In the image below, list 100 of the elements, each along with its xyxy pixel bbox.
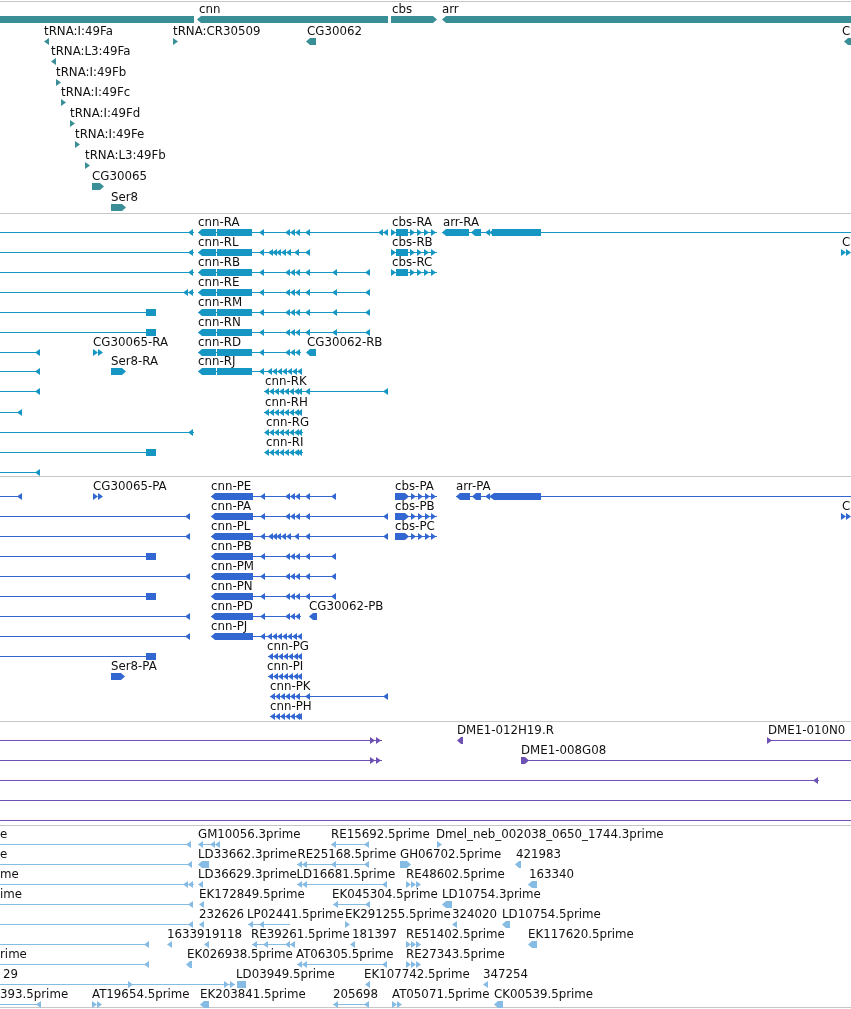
feature-label: LD10754.3prime (442, 886, 541, 901)
feature-label: cbs-RB (392, 234, 433, 249)
feature-label: cnn-PL (211, 518, 251, 533)
feature-label: RE39261.5prime (251, 926, 350, 941)
feature-label: RE48602.5prime (406, 866, 505, 881)
feature-label: LD10754.5prime (502, 906, 601, 921)
feature-label: DME1-012H19.R (457, 722, 554, 737)
feature-label: 181397 (352, 926, 398, 941)
feature-label: cbs-PC (395, 518, 435, 533)
feature-label: 232626 (199, 906, 245, 921)
feature-label: RE15692.5prime (331, 826, 430, 841)
feature-label: cnn-PK (270, 678, 311, 693)
feature-label: tRNA:I:49Fc (61, 85, 131, 99)
feature-label: GH06702.5prime (400, 846, 502, 861)
feature-label: cnn-RH (265, 394, 308, 409)
feature-label: ime (0, 886, 23, 901)
feature-label: C (842, 234, 851, 249)
feature-label: 393.5prime (0, 986, 69, 1001)
feature-label: cnn-RB (198, 254, 240, 269)
feature-label: tRNA:L3:49Fa (51, 44, 131, 58)
feature-label: CG30062-RB (307, 334, 383, 349)
feature-label: C (842, 23, 851, 38)
feature-label: 421983 (516, 846, 562, 861)
feature-label: cnn-PD (211, 598, 253, 613)
feature-label: e (0, 846, 8, 861)
feature-label: cnn-PE (211, 478, 252, 493)
feature-label: CG30062-PB (309, 598, 384, 613)
feature-label: RE25168.5prime (297, 846, 397, 861)
feature-label: LD16681.5prime (296, 866, 396, 881)
feature-label: GM10056.3prime (198, 826, 301, 841)
feature-label: cnn-RE (198, 274, 240, 289)
feature-label: cnn-PN (211, 578, 253, 593)
feature-label: cnn-PA (211, 498, 252, 513)
feature-label: EK203841.5prime (200, 986, 306, 1001)
feature-label: CG30062 (307, 23, 362, 38)
feature-label: LD33662.3prime (198, 846, 297, 861)
feature-label: e (0, 826, 8, 841)
feature-label: cnn-PI (267, 658, 304, 673)
feature-label: RE51402.5prime (406, 926, 505, 941)
feature-label: cnn-RL (198, 234, 239, 249)
feature-label: tRNA:I:49Fe (75, 126, 145, 141)
feature-label: CG30065-RA (93, 334, 168, 349)
feature-label: DME1-008G08 (521, 742, 607, 757)
feature-label: 324020 (452, 906, 498, 921)
feature-label: cnn-RG (266, 414, 310, 429)
feature-label: tRNA:I:49Fd (70, 105, 141, 120)
feature-label: 163340 (529, 866, 575, 881)
feature-label: EK172849.5prime (199, 886, 305, 901)
feature-label: CG30065 (92, 168, 147, 183)
feature-label: cnn-RI (266, 434, 304, 449)
feature-label: cnn-PG (267, 638, 309, 653)
feature-label: cbs (392, 1, 413, 16)
feature-label: CG30065-PA (93, 478, 167, 493)
feature-label: cnn (199, 1, 221, 16)
feature-label: AT05071.5prime (392, 986, 490, 1001)
feature-label: rime (0, 946, 27, 961)
feature-label: tRNA:L3:49Fb (85, 147, 166, 162)
feature-label: cnn-RJ (198, 353, 236, 368)
feature-label: RE27343.5prime (406, 946, 505, 961)
feature-label: cnn-PH (270, 698, 312, 713)
feature-label: 205698 (333, 986, 379, 1001)
feature-label: CK00539.5prime (494, 986, 594, 1001)
feature-label: EK291255.5prime (345, 906, 451, 921)
feature-label: Ser8-RA (111, 353, 159, 368)
feature-label: LD36629.3prime (198, 866, 297, 881)
feature-label: cbs-RA (392, 214, 433, 229)
feature-label: cnn-RN (198, 314, 241, 329)
feature-label: Ser8 (111, 189, 139, 204)
feature-label: Dmel_neb_002038_0650_1744.3prime (436, 826, 664, 841)
feature-label: tRNA:CR30509 (173, 23, 261, 38)
feature-label: cbs-RC (392, 254, 433, 269)
feature-label: LD03949.5prime (236, 966, 335, 981)
feature-label: EK045304.5prime (332, 886, 438, 901)
feature-label: arr-RA (443, 214, 479, 229)
feature-label: arr-PA (456, 478, 491, 493)
feature-label: LP02441.5prime (247, 906, 344, 921)
feature-label: EK026938.5prime (187, 946, 293, 961)
feature-label: cnn-RM (198, 294, 243, 309)
feature-label: DME1-010N0 (768, 722, 846, 737)
feature-label: arr (442, 1, 459, 16)
feature-label: 347254 (483, 966, 529, 981)
feature-label: 29 (3, 966, 18, 981)
feature-label: cnn-PJ (211, 618, 248, 633)
feature-label: cnn-RK (265, 373, 307, 388)
feature-label: AT19654.5prime (92, 986, 190, 1001)
feature-label: AT06305.5prime (296, 946, 394, 961)
feature-label: cbs-PA (395, 478, 434, 493)
feature-label: tRNA:I:49Fa (44, 23, 113, 38)
feature-label: EK107742.5prime (364, 966, 470, 981)
feature-label: cnn-RD (198, 334, 241, 349)
feature-label: 1633919118 (167, 926, 243, 941)
feature-label: EK117620.5prime (528, 926, 634, 941)
feature-label: Ser8-PA (111, 658, 157, 673)
feature-label: cnn-PM (211, 558, 254, 573)
feature-label: tRNA:I:49Fb (56, 64, 127, 79)
feature-label: cbs-PB (395, 498, 435, 513)
feature-label: cnn-PB (211, 538, 252, 553)
feature-label: me (0, 866, 19, 881)
feature-label: cnn-RA (198, 214, 240, 229)
feature-label: C (842, 498, 851, 513)
